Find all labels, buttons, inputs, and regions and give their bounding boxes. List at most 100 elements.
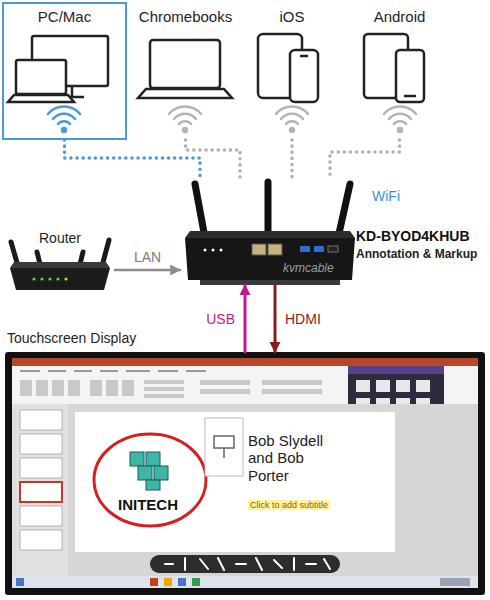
touchscreen-node: Touchscreen Display: [5, 352, 485, 595]
wifi-symbol: [384, 107, 416, 132]
touchscreen-illustration: [150, 578, 158, 586]
touchscreen-illustration: [150, 555, 340, 573]
touchscreen-illustration: [165, 558, 330, 570]
wifi-symbol: [53, 114, 75, 119]
touchscreen-illustration: [16, 578, 470, 586]
hub-illustration: [252, 244, 266, 255]
router-illustration: [64, 277, 67, 280]
wifi-symbol: [276, 107, 308, 132]
touchscreen-illustration: [200, 389, 250, 394]
touchscreen-illustration: [356, 380, 370, 392]
touchscreen-illustration: [68, 404, 478, 576]
chromebook-icon: [138, 89, 232, 98]
touchscreen-illustration: [12, 358, 478, 366]
wifi-symbol: [398, 128, 402, 132]
touchscreen-illustration: [20, 410, 62, 430]
wifi-symbol: [174, 114, 196, 119]
touchscreen-illustration: [20, 458, 62, 478]
touchscreen-illustration: [20, 482, 62, 502]
touchscreen-illustration: [20, 380, 322, 398]
connector-label: USB: [204, 310, 237, 326]
touchscreen-illustration: [68, 380, 80, 396]
hub-illustration: [185, 182, 355, 285]
touchscreen-illustration: [130, 452, 144, 466]
wifi-symbol: [179, 121, 191, 124]
wifi-symbol: [276, 107, 308, 114]
router-illustration: [40, 277, 43, 280]
android-devices-icon: [364, 34, 424, 102]
touchscreen-illustration: [94, 434, 206, 526]
chromebook-icon: [150, 40, 220, 88]
touchscreen-illustration: [416, 380, 430, 392]
touchscreen-illustration: [164, 578, 172, 586]
device-group: iOS: [242, 2, 342, 140]
hub-illustration: [185, 238, 355, 280]
router-node: Router: [5, 228, 115, 298]
android-devices-icon: [404, 95, 416, 98]
device-group: Chromebooks: [133, 2, 238, 140]
touchscreen-illustration: [262, 389, 322, 394]
pc-mac-icon: [8, 36, 108, 102]
touchscreen-illustration: [20, 370, 206, 372]
wifi-symbol: [394, 121, 406, 124]
product-feature: Annotation & Markup: [356, 247, 477, 261]
touchscreen-illustration: [106, 380, 118, 396]
wifi-symbol: [389, 114, 411, 119]
wifi-link: [290, 140, 294, 178]
touchscreen-illustration: [440, 578, 470, 586]
touchscreen-illustration: [12, 358, 478, 588]
hub-illustration: [200, 280, 340, 285]
touchscreen-illustration: [144, 387, 184, 391]
wifi-symbol: [62, 128, 66, 132]
router-illustration: [56, 277, 59, 280]
hub-illustration: [204, 249, 207, 252]
chromebook-icon: [138, 40, 232, 98]
touchscreen-illustration: [20, 530, 62, 550]
touchscreen-illustration: [90, 380, 102, 396]
ios-devices-icon: [300, 55, 308, 58]
hub-node: KD-BYOD4KHUB Annotation & Markup: [180, 178, 485, 285]
wifi-symbol: [169, 107, 201, 132]
connector-label: LAN: [132, 249, 163, 265]
product-name: KD-BYOD4KHUB: [356, 228, 470, 245]
wifi-link: [330, 140, 400, 178]
router-illustration: [48, 277, 51, 280]
touchscreen-illustration: [20, 434, 62, 454]
touchscreen-illustration: [20, 506, 62, 526]
wifi-link: [65, 140, 201, 178]
touchscreen-illustration: [12, 576, 478, 588]
touchscreen-illustration: [348, 366, 444, 374]
touchscreen-illustration: [75, 412, 395, 552]
touchscreen-illustration: [146, 480, 160, 490]
hdmi-arrow: [274, 285, 277, 352]
wifi-symbol: [183, 128, 187, 132]
touchscreen-illustration: [5, 352, 485, 595]
device-label: iOS: [279, 8, 304, 26]
router-label: Router: [39, 230, 81, 247]
wifi-symbol: [48, 107, 80, 114]
touchscreen-illustration: [5, 352, 485, 595]
router-illustration: [10, 268, 110, 290]
logo-text: INITECH: [118, 496, 178, 513]
touchscreen-illustration: [146, 452, 160, 466]
hub-illustration: [220, 249, 223, 252]
touchscreen-illustration: [144, 380, 184, 384]
device-group-box: PC/Mac: [2, 2, 127, 140]
touchscreen-illustration: [192, 578, 200, 586]
touchscreen-illustration: [20, 410, 62, 550]
router-illustration: [10, 262, 110, 268]
wifi-symbol: [169, 107, 201, 114]
router-illustration: [10, 240, 110, 290]
ios-devices-icon: [290, 50, 318, 102]
ios-devices-icon: [258, 34, 318, 102]
network-label: WiFi: [372, 188, 400, 204]
hub-illustration: [328, 246, 338, 252]
touchscreen-illustration: [396, 380, 410, 392]
touchscreen-illustration: [214, 436, 234, 458]
wifi-symbol: [290, 128, 294, 132]
touchscreen-illustration: [154, 466, 168, 480]
touchscreen-illustration: [144, 394, 184, 398]
android-devices-icon: [396, 50, 424, 102]
hub-illustration: [212, 249, 215, 252]
